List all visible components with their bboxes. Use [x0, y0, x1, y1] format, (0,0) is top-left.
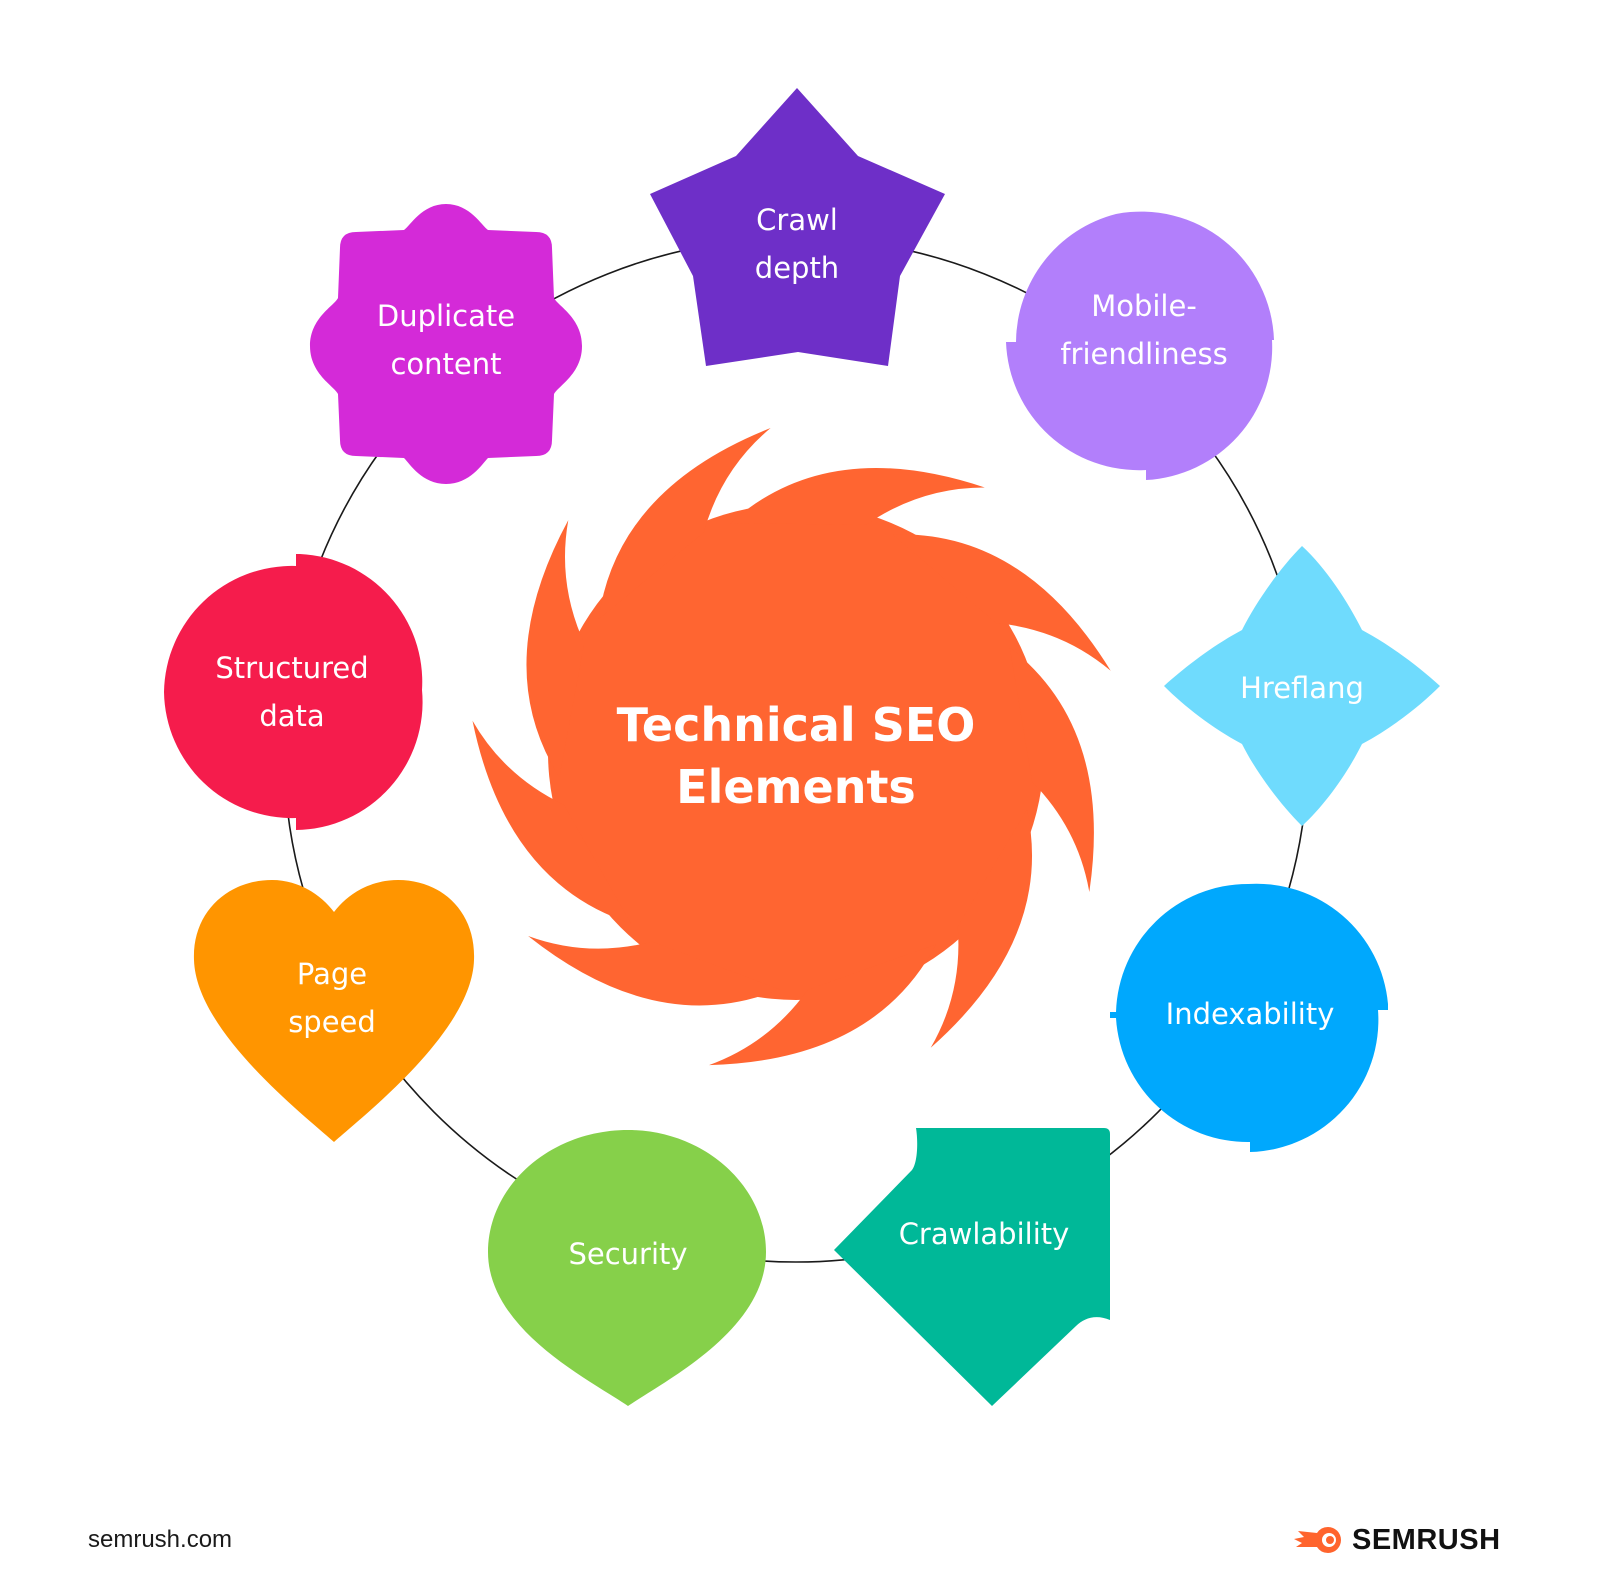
center-swirl-blade	[598, 428, 771, 620]
node-shape-structured-data	[164, 554, 423, 830]
node-shape-mobile-friendliness	[1006, 204, 1284, 480]
node-crawlability: Crawlability	[834, 1128, 1110, 1406]
center-swirl-blade	[526, 520, 585, 778]
node-crawl-depth: Crawl depth	[650, 88, 945, 366]
node-shape-indexability	[1110, 872, 1388, 1152]
node-label-crawl-depth-line2: depth	[755, 251, 839, 285]
node-label-crawlability-line1: Crawlability	[899, 1217, 1070, 1251]
node-label-page-speed-line1: Page	[297, 957, 367, 991]
node-shape-crawl-depth	[650, 88, 945, 366]
node-label-duplicate-content-line2: content	[390, 347, 501, 381]
node-label-indexability-line1: Indexability	[1166, 997, 1335, 1031]
brand-name: SEMRUSH	[1352, 1523, 1501, 1556]
node-shape-security	[488, 1130, 766, 1406]
node-label-security-line1: Security	[568, 1237, 687, 1271]
node-structured-data: Structured data	[164, 554, 423, 830]
node-shape-hreflang	[1164, 546, 1440, 826]
node-page-speed: Page speed	[193, 880, 475, 1142]
center-swirl-blade	[892, 534, 1111, 671]
node-label-mobile-friendliness-line2: friendliness	[1060, 337, 1227, 371]
center-swirl-blade	[472, 720, 631, 924]
center-swirl-blade	[930, 809, 1033, 1048]
center-swirl	[472, 428, 1111, 1066]
node-label-crawl-depth-line1: Crawl	[756, 203, 838, 237]
center-swirl-blade	[528, 936, 780, 1006]
center-title-line1: Technical SEO	[617, 698, 976, 752]
node-indexability: Indexability	[1110, 872, 1388, 1152]
node-label-structured-data-line1: Structured	[215, 651, 368, 685]
semrush-flame-icon	[1294, 1526, 1341, 1554]
node-label-page-speed-line2: speed	[288, 1005, 376, 1039]
node-shape-page-speed	[193, 880, 475, 1142]
brand-logo: SEMRUSH	[1292, 1520, 1501, 1560]
node-hreflang: Hreflang	[1164, 546, 1440, 826]
node-label-structured-data-line2: data	[259, 699, 324, 733]
center-swirl-blade	[709, 944, 936, 1066]
node-shape-crawlability	[834, 1128, 1110, 1406]
node-security: Security	[488, 1130, 766, 1406]
node-label-mobile-friendliness-line1: Mobile-	[1091, 289, 1197, 323]
center-swirl-core	[548, 504, 1044, 1000]
center-swirl-blade	[730, 467, 985, 525]
node-label-duplicate-content-line1: Duplicate	[377, 299, 515, 333]
center-swirl-blade	[1009, 647, 1094, 892]
node-mobile-friendliness: Mobile- friendliness	[1006, 204, 1284, 480]
node-duplicate-content: Duplicate content	[310, 204, 582, 484]
footer-url[interactable]: semrush.com	[88, 1526, 233, 1553]
node-label-hreflang-line1: Hreflang	[1240, 671, 1364, 705]
center-title-line2: Elements	[676, 760, 916, 814]
node-shape-duplicate-content	[310, 204, 582, 484]
